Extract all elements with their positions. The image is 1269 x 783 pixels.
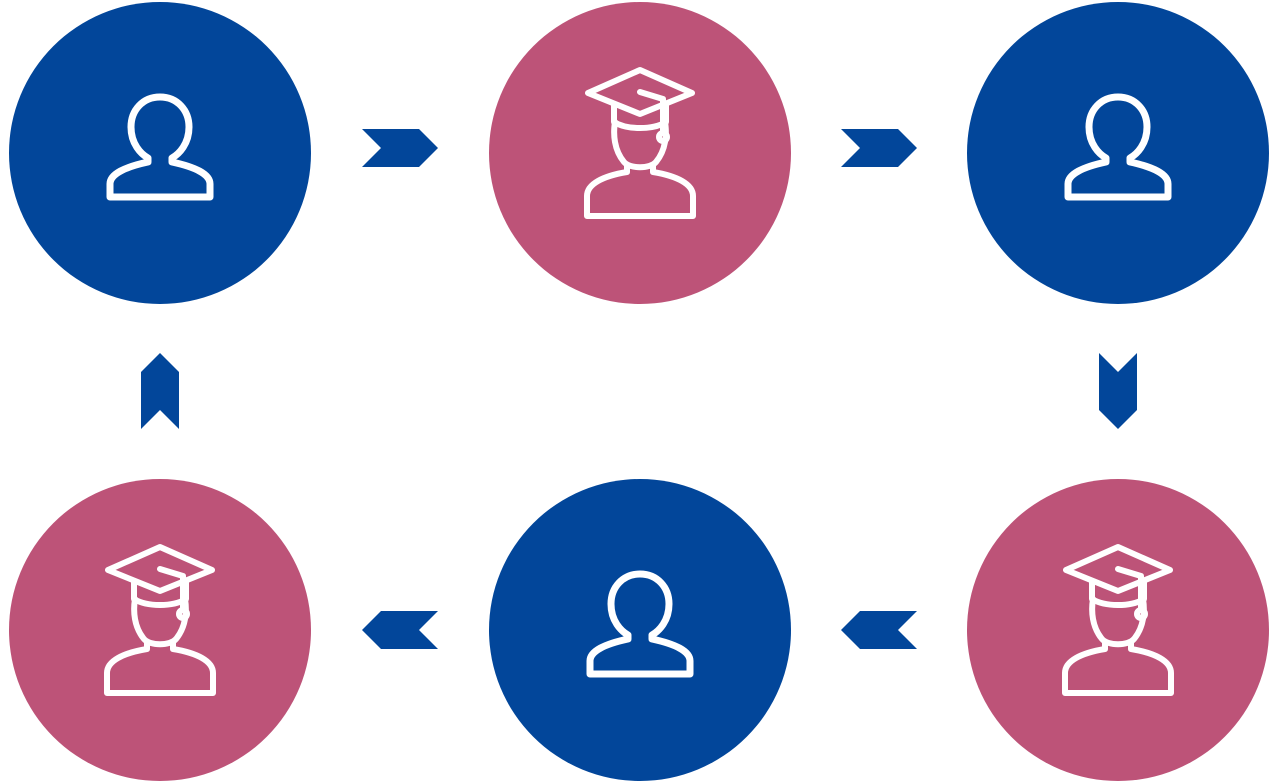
node-3 bbox=[967, 2, 1269, 304]
node-5 bbox=[489, 479, 791, 781]
chevron-up-icon bbox=[141, 353, 179, 429]
chevron-left-icon bbox=[362, 611, 438, 649]
chevron-left-icon bbox=[841, 611, 917, 649]
node-6 bbox=[9, 479, 311, 781]
graduate-icon bbox=[584, 67, 696, 219]
chevron-right-icon bbox=[841, 129, 917, 167]
chevron-right-icon bbox=[362, 129, 438, 167]
person-icon bbox=[586, 570, 694, 678]
person-icon bbox=[1064, 93, 1172, 201]
node-4 bbox=[967, 479, 1269, 781]
chevron-down-icon bbox=[1099, 353, 1137, 429]
node-1 bbox=[9, 2, 311, 304]
person-icon bbox=[106, 93, 214, 201]
node-2 bbox=[489, 2, 791, 304]
graduate-icon bbox=[1062, 544, 1174, 696]
graduate-icon bbox=[104, 544, 216, 696]
